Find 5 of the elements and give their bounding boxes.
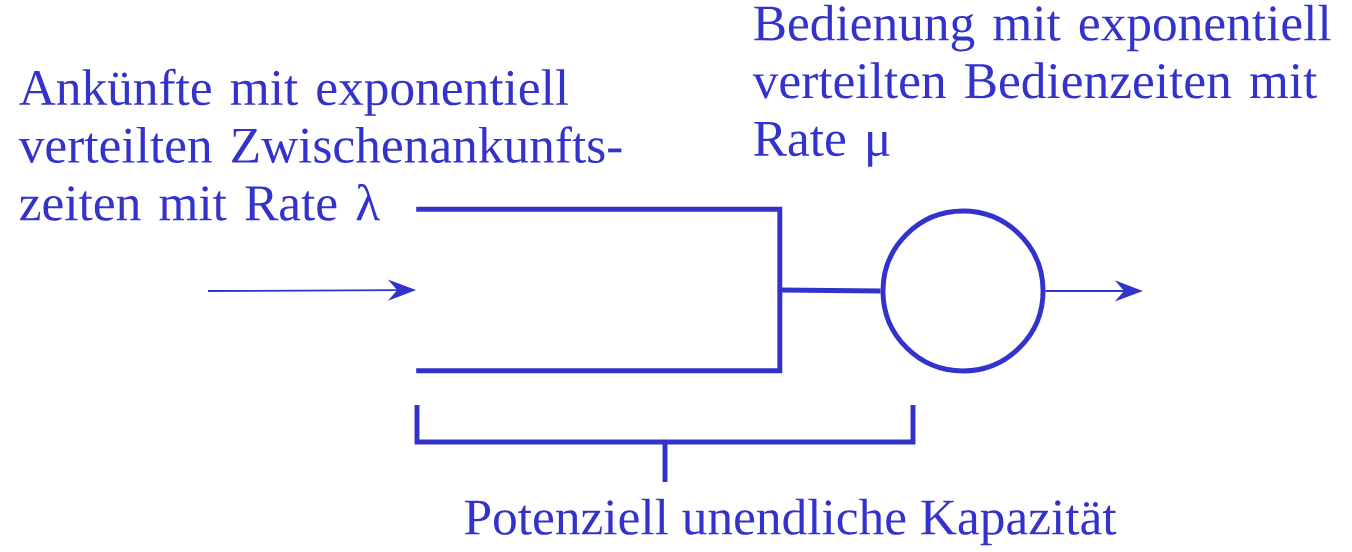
label-text: Potenziell unendliche Kapazität bbox=[465, 498, 1117, 546]
label-text: Bedienung mit exponentiell verteilten Bedienzeiten mit Rate μ bbox=[752, 4, 1331, 167]
server-circle bbox=[880, 208, 1046, 374]
queue-box bbox=[416, 206, 783, 374]
label-text: Ankünfte mit exponentiell verteilten Zwischenankunfts- zeiten mit Rate λ bbox=[18, 68, 622, 221]
